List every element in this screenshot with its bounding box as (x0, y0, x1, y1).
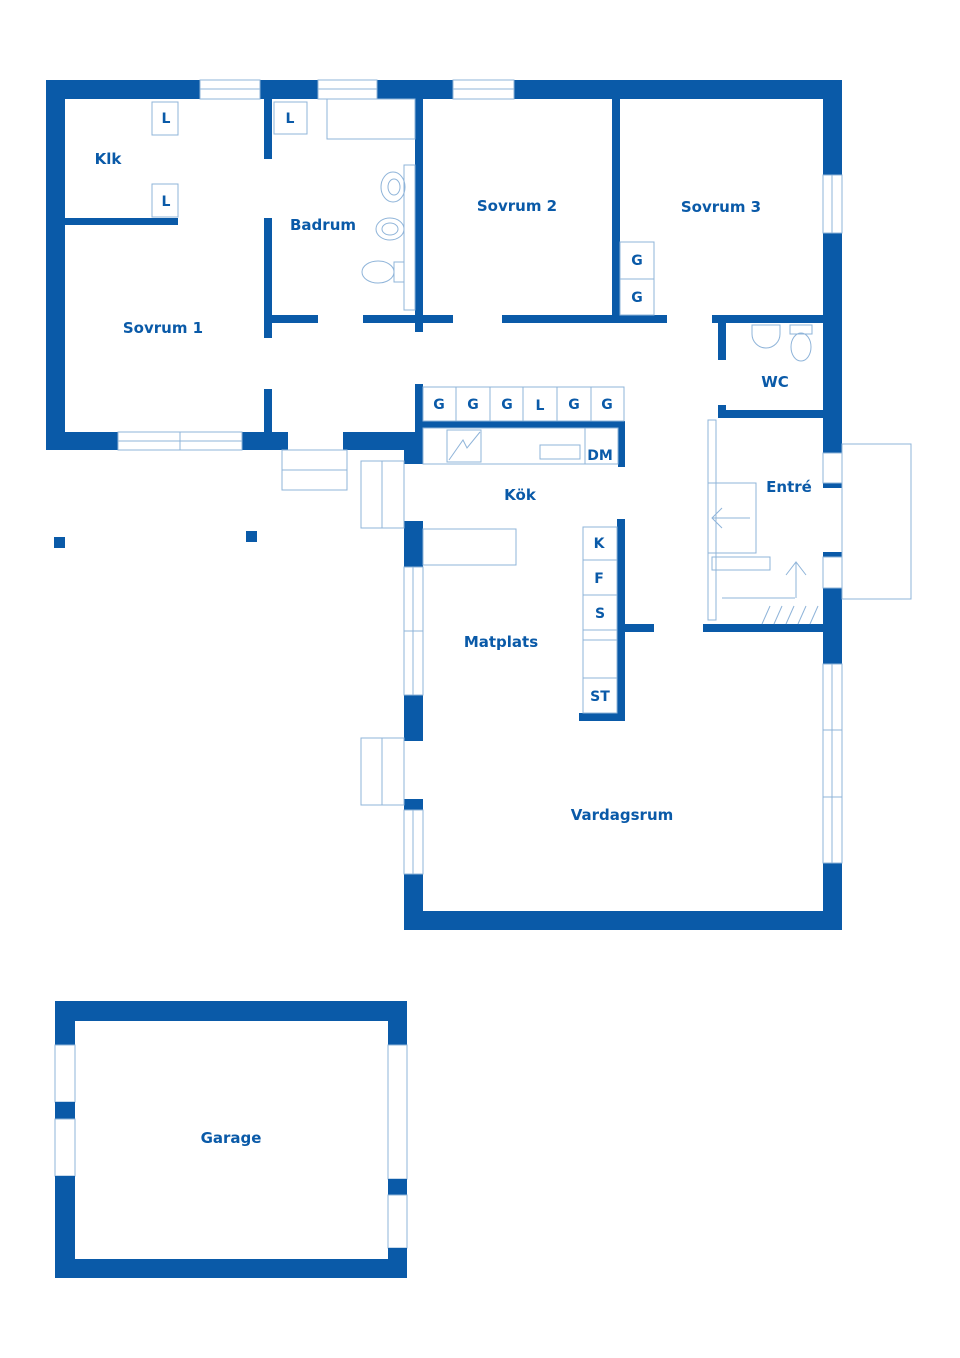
garage-walls (54, 1001, 408, 1278)
room-label-kok: Kök (504, 486, 537, 504)
room-label-vardagsrum: Vardagsrum (571, 806, 674, 824)
storage-code: G (568, 397, 580, 413)
storage-code: ST (590, 689, 610, 705)
storage-code: S (595, 606, 605, 622)
room-label-sovrum1: Sovrum 1 (123, 319, 203, 337)
storage-code: L (536, 398, 545, 414)
storage-code: L (162, 194, 171, 210)
room-label-sovrum2: Sovrum 2 (477, 197, 557, 215)
room-label-matplats: Matplats (464, 633, 538, 651)
storage-code: DM (587, 448, 613, 464)
storage-code: K (594, 536, 606, 552)
room-label-entre: Entré (766, 478, 812, 496)
room-label-wc: WC (761, 373, 789, 391)
storage-code: F (594, 571, 604, 587)
storage-code: L (162, 111, 171, 127)
storage-code: G (601, 397, 613, 413)
fixtures (151, 98, 912, 806)
room-label-badrum: Badrum (290, 216, 356, 234)
storage-code: G (501, 397, 513, 413)
pillar (246, 531, 257, 542)
outer-walls (46, 80, 842, 930)
room-label-garage: Garage (201, 1129, 262, 1147)
interior-walls (65, 99, 823, 721)
pillar (54, 537, 65, 548)
windows (117, 79, 843, 875)
storage-code: G (467, 397, 479, 413)
storage-code: L (286, 111, 295, 127)
storage-code: G (631, 253, 643, 269)
storage-code: G (433, 397, 445, 413)
storage-code: G (631, 290, 643, 306)
room-label-sovrum3: Sovrum 3 (681, 198, 761, 216)
room-label-klk: Klk (95, 150, 123, 168)
